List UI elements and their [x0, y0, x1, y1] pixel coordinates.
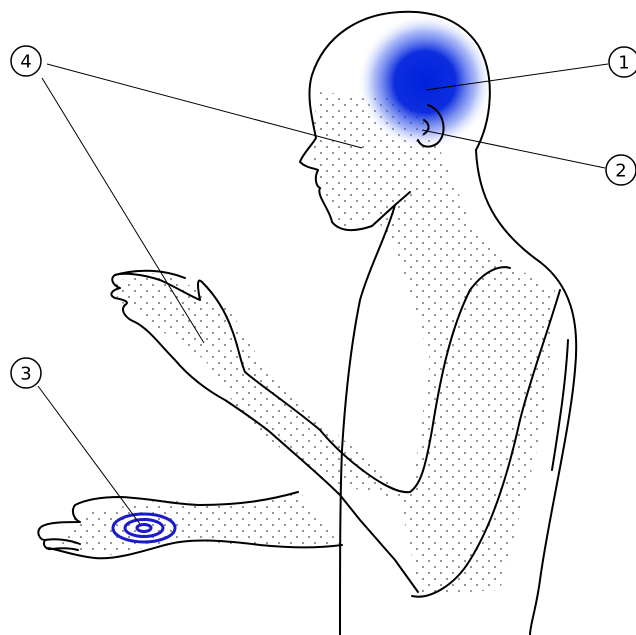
callout-2-label: 2 — [615, 161, 626, 182]
side-torso — [552, 340, 568, 470]
callout-4-label: 4 — [20, 52, 31, 73]
stipple-lower-arm — [60, 492, 340, 555]
callout-1: 1 — [609, 47, 636, 77]
callout-3-label: 3 — [20, 364, 31, 385]
leader-2 — [422, 130, 605, 168]
chest-outline — [342, 205, 395, 450]
callout-3: 3 — [11, 358, 41, 388]
head-highlight — [357, 14, 493, 150]
callout-1-label: 1 — [618, 53, 629, 74]
leader-3 — [38, 386, 140, 524]
leader-4a — [47, 64, 362, 148]
callout-2: 2 — [606, 155, 636, 185]
front-torso — [340, 450, 342, 635]
callout-4: 4 — [11, 46, 41, 76]
